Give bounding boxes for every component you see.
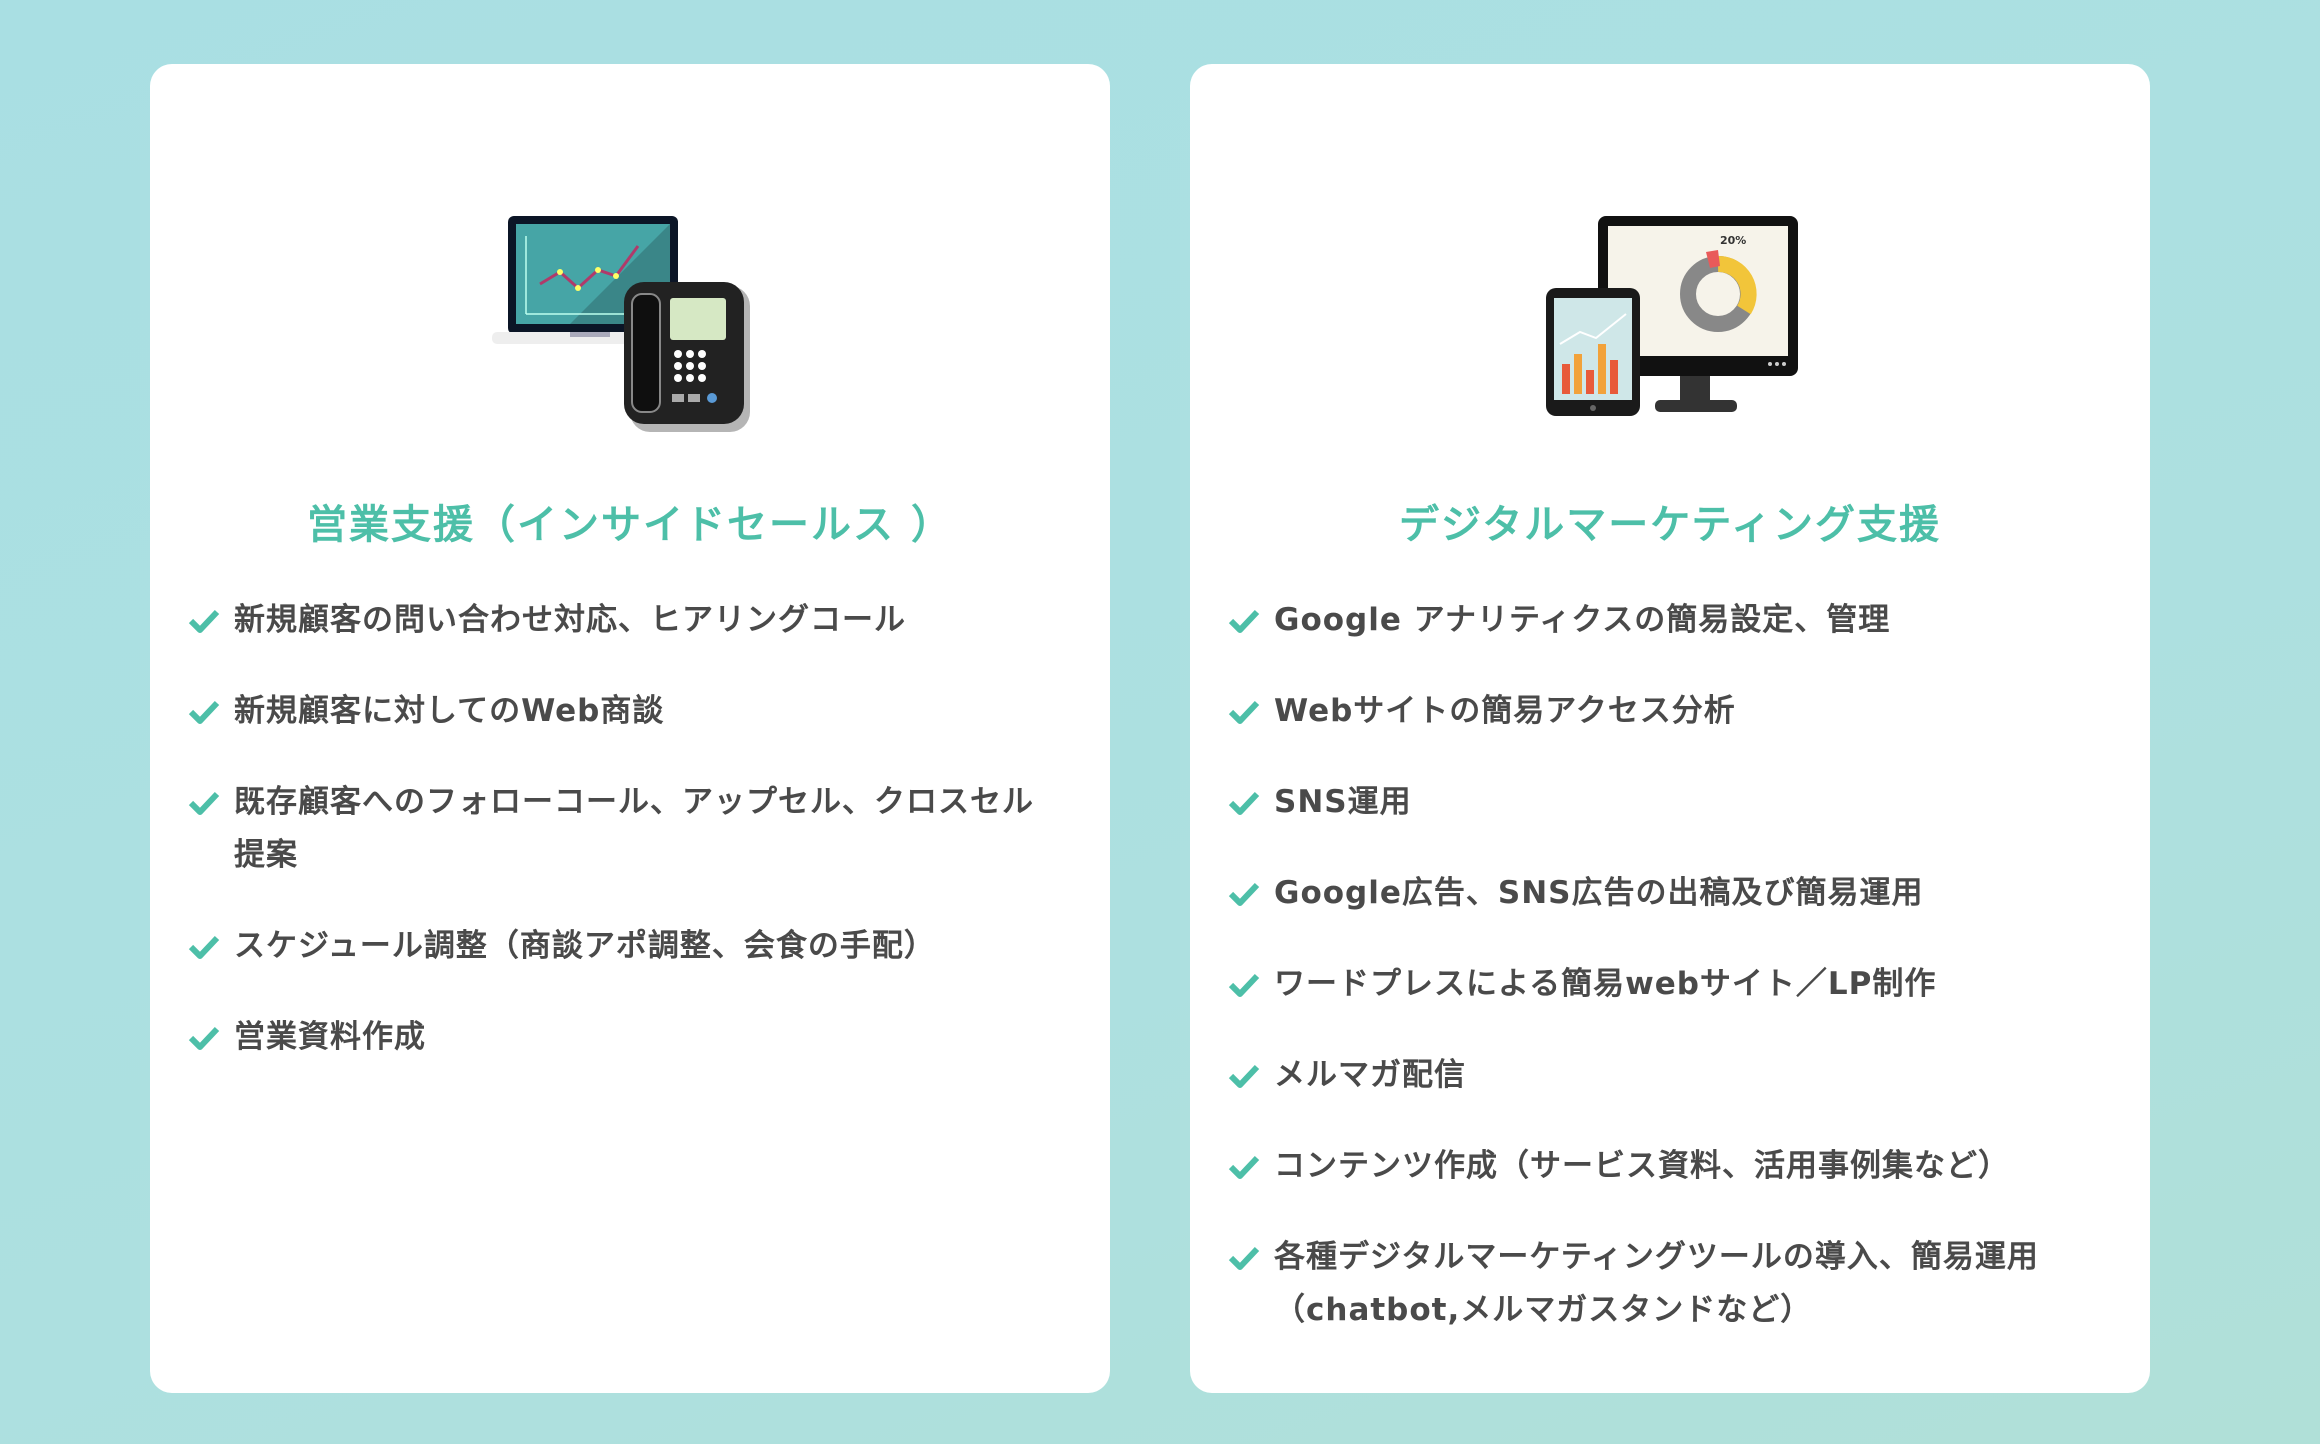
list-item-text: 営業資料作成 xyxy=(234,1019,426,1055)
list-item: Webサイトの簡易アクセス分析 xyxy=(1228,685,2100,738)
monitor-and-tablet-icon: 20% xyxy=(1190,214,2150,434)
check-icon xyxy=(188,1011,234,1064)
service-list: 新規顧客の問い合わせ対応、ヒアリングコール新規顧客に対してのWeb商談既存顧客へ… xyxy=(188,594,1060,1102)
check-icon xyxy=(1228,958,1274,1011)
list-item-text: Google広告、SNS広告の出稿及び簡易運用 xyxy=(1274,875,1924,911)
list-item: SNS運用 xyxy=(1228,776,2100,829)
list-item: 営業資料作成 xyxy=(188,1011,1060,1064)
list-item-text: 新規顧客に対してのWeb商談 xyxy=(234,693,665,729)
list-item-text: メルマガ配信 xyxy=(1274,1057,1466,1093)
list-item-text: ワードプレスによる簡易webサイト／LP制作 xyxy=(1274,966,1937,1002)
digital-marketing-card: 20% デジタルマーケティング支援 Google アナリティクスの簡易設定、管理… xyxy=(1190,64,2150,1393)
list-item-text: 新規顧客の問い合わせ対応、ヒアリングコール xyxy=(234,602,906,638)
check-icon xyxy=(1228,685,1274,738)
list-item-text: Webサイトの簡易アクセス分析 xyxy=(1274,693,1736,729)
list-item: Google アナリティクスの簡易設定、管理 xyxy=(1228,594,2100,647)
list-item: ワードプレスによる簡易webサイト／LP制作 xyxy=(1228,958,2100,1011)
list-item: Google広告、SNS広告の出稿及び簡易運用 xyxy=(1228,867,2100,920)
check-icon xyxy=(188,776,234,829)
check-icon xyxy=(188,685,234,738)
list-item-text: 各種デジタルマーケティングツールの導入、簡易運用（chatbot,メルマガスタン… xyxy=(1274,1239,2039,1328)
list-item-text: Google アナリティクスの簡易設定、管理 xyxy=(1274,602,1891,638)
list-item-text: SNS運用 xyxy=(1274,784,1412,820)
list-item: コンテンツ作成（サービス資料、活用事例集など） xyxy=(1228,1140,2100,1193)
check-icon xyxy=(1228,1049,1274,1102)
service-list: Google アナリティクスの簡易設定、管理 Webサイトの簡易アクセス分析 SNS… xyxy=(1228,594,2100,1375)
check-icon xyxy=(1228,776,1274,829)
list-item: メルマガ配信 xyxy=(1228,1049,2100,1102)
check-icon xyxy=(188,594,234,647)
card-title: 営業支援（インサイドセールス ） xyxy=(307,502,953,548)
list-item-text: 既存顧客へのフォローコール、アップセル、クロスセル提案 xyxy=(234,784,1034,873)
list-item-text: コンテンツ作成（サービス資料、活用事例集など） xyxy=(1274,1148,2010,1184)
svg-text:20%: 20% xyxy=(1720,234,1746,247)
check-icon xyxy=(1228,594,1274,647)
card-title: デジタルマーケティング支援 xyxy=(1399,502,1941,548)
list-item: 既存顧客へのフォローコール、アップセル、クロスセル提案 xyxy=(188,776,1060,882)
laptop-and-phone-icon xyxy=(150,214,1110,434)
list-item: 新規顧客に対してのWeb商談 xyxy=(188,685,1060,738)
list-item: 各種デジタルマーケティングツールの導入、簡易運用（chatbot,メルマガスタン… xyxy=(1228,1231,2100,1337)
check-icon xyxy=(1228,1140,1274,1193)
check-icon xyxy=(1228,867,1274,920)
list-item: スケジュール調整（商談アポ調整、会食の手配） xyxy=(188,920,1060,973)
check-icon xyxy=(1228,1231,1274,1284)
sales-support-card: 営業支援（インサイドセールス ） 新規顧客の問い合わせ対応、ヒアリングコール新規… xyxy=(150,64,1110,1393)
list-item-text: スケジュール調整（商談アポ調整、会食の手配） xyxy=(234,928,936,964)
list-item: 新規顧客の問い合わせ対応、ヒアリングコール xyxy=(188,594,1060,647)
check-icon xyxy=(188,920,234,973)
